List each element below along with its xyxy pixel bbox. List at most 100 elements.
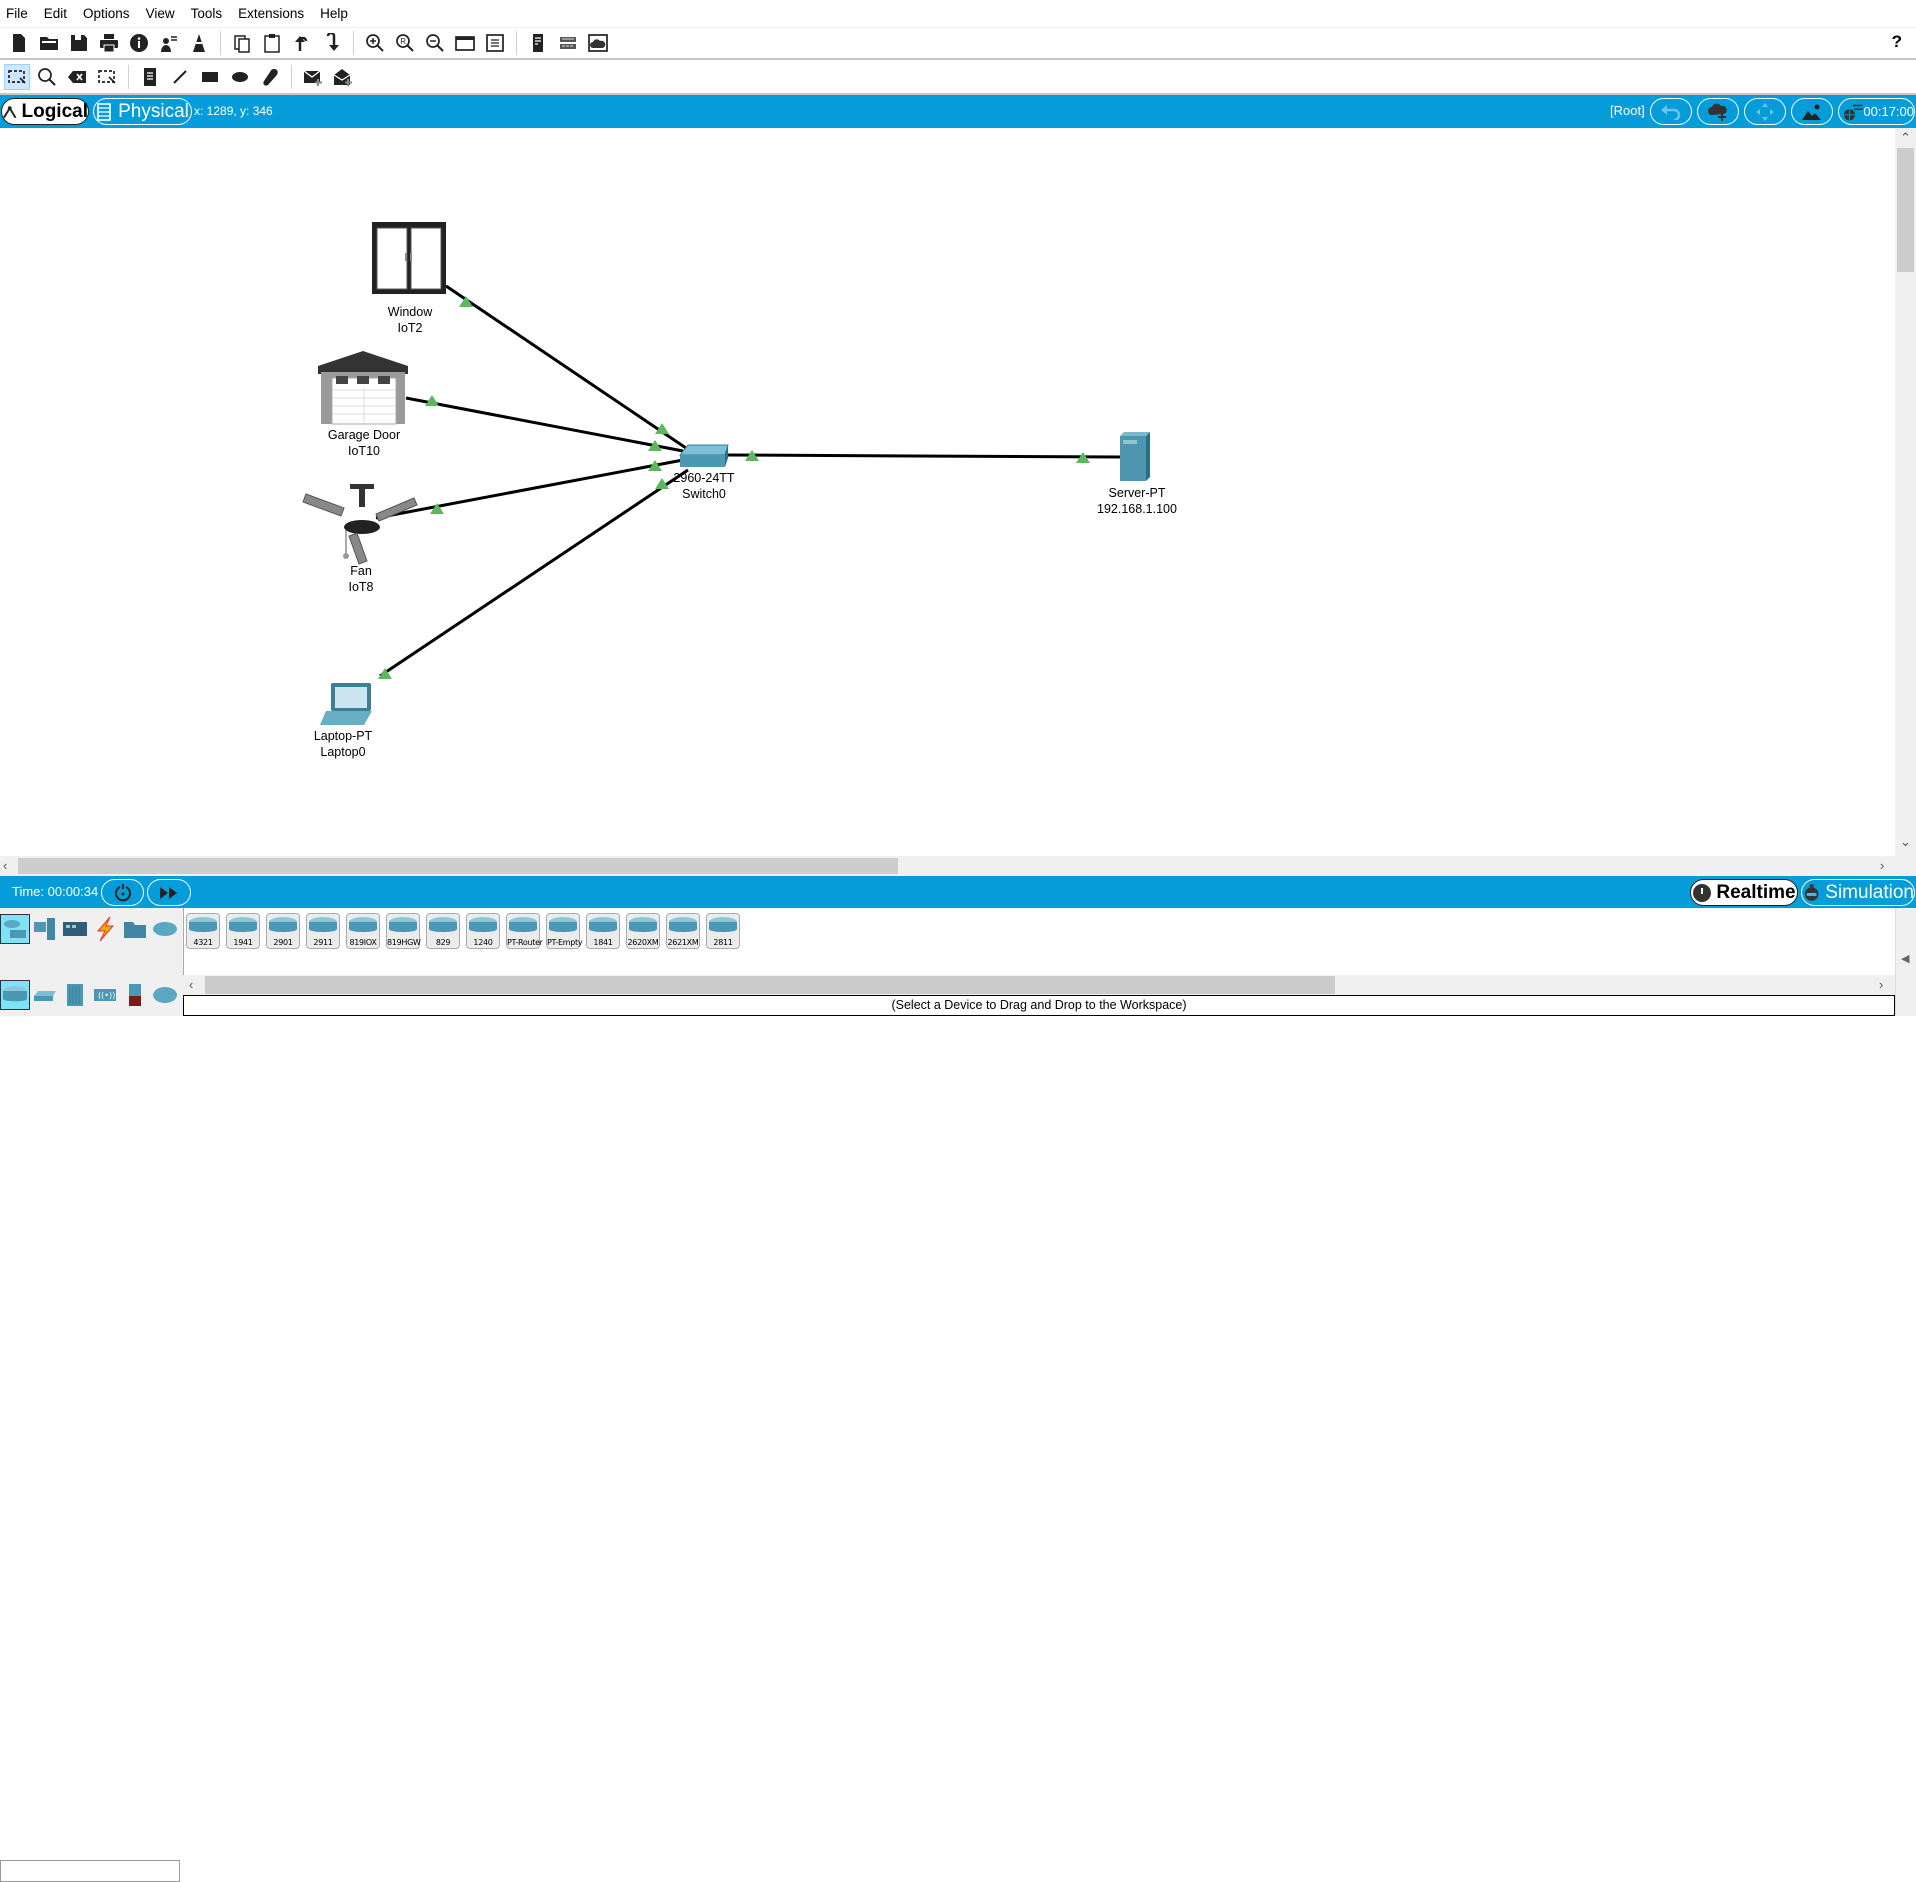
realtime-tab[interactable]: Realtime xyxy=(1690,879,1798,906)
draw-rectangle-icon[interactable] xyxy=(197,64,223,90)
collapse-arrow-icon[interactable]: ◀ xyxy=(1901,953,1910,965)
device-tile-1841[interactable]: 1841 xyxy=(586,913,620,949)
draw-line-icon[interactable] xyxy=(167,64,193,90)
viewport-icon[interactable] xyxy=(525,30,551,56)
horizontal-scroll-thumb[interactable] xyxy=(18,858,898,874)
paste-icon[interactable] xyxy=(259,30,285,56)
drawing-palette-icon[interactable] xyxy=(452,30,478,56)
device-switch[interactable] xyxy=(678,444,730,468)
open-folder-icon[interactable] xyxy=(36,30,62,56)
scroll-right-arrow-icon[interactable]: › xyxy=(1879,977,1884,992)
inspect-icon[interactable] xyxy=(34,64,60,90)
canvas-vertical-scrollbar[interactable]: ⌃ ⌄ xyxy=(1895,128,1916,876)
print-icon[interactable] xyxy=(96,30,122,56)
root-breadcrumb[interactable]: [Root] xyxy=(1610,103,1645,118)
device-tile-2911[interactable]: 2911 xyxy=(306,913,340,949)
vertical-scroll-thumb[interactable] xyxy=(1897,148,1914,272)
place-note-icon[interactable] xyxy=(137,64,163,90)
info-icon[interactable] xyxy=(126,30,152,56)
freeform-icon[interactable] xyxy=(257,64,283,90)
viewport-clock-button[interactable]: 00:17:00 xyxy=(1838,98,1915,125)
fast-forward-button[interactable] xyxy=(147,879,191,906)
logical-tab[interactable]: Logical xyxy=(1,98,89,125)
end-devices-category-icon[interactable] xyxy=(30,914,60,944)
move-object-button[interactable] xyxy=(1744,98,1786,125)
menu-edit[interactable]: Edit xyxy=(43,6,68,21)
device-name: IoT10 xyxy=(348,444,380,458)
canvas-horizontal-scrollbar[interactable]: ‹ › xyxy=(0,856,1895,876)
activity-wizard-icon[interactable] xyxy=(156,30,182,56)
device-garage-door[interactable] xyxy=(318,351,408,424)
device-tile-1941[interactable]: 1941 xyxy=(226,913,260,949)
hubs-subcategory-icon[interactable] xyxy=(60,980,90,1010)
help-button[interactable]: ? xyxy=(1891,32,1902,51)
device-tile-2621xm[interactable]: 2621XM xyxy=(666,913,700,949)
menu-options[interactable]: Options xyxy=(83,6,130,21)
device-tile-819hgw[interactable]: 819HGW xyxy=(386,913,421,949)
device-tile-2620xm[interactable]: 2620XM xyxy=(626,913,660,949)
copy-icon[interactable] xyxy=(229,30,255,56)
switches-subcategory-icon[interactable] xyxy=(30,980,60,1010)
save-icon[interactable] xyxy=(66,30,92,56)
device-list-scroll-thumb[interactable] xyxy=(205,976,1335,994)
multiuser-category-icon[interactable] xyxy=(150,914,180,944)
menu-extensions[interactable]: Extensions xyxy=(238,6,305,21)
device-tile-2811[interactable]: 2811 xyxy=(706,913,740,949)
scroll-down-arrow-icon[interactable]: ⌄ xyxy=(1900,834,1911,849)
menu-help[interactable]: Help xyxy=(320,6,348,21)
simulation-tab[interactable]: Simulation xyxy=(1801,879,1915,906)
wireless-subcategory-icon[interactable]: ((•)) xyxy=(90,980,120,1010)
add-complex-pdu-icon[interactable] xyxy=(330,64,356,90)
device-laptop[interactable] xyxy=(320,683,374,727)
add-simple-pdu-icon[interactable] xyxy=(300,64,326,90)
device-tile-pt-router[interactable]: PT-Router xyxy=(506,913,543,949)
back-button[interactable] xyxy=(1650,98,1692,125)
device-tile-pt-empty[interactable]: PT-Empty xyxy=(546,913,583,949)
network-info-icon[interactable] xyxy=(555,30,581,56)
device-fan[interactable] xyxy=(304,484,416,564)
device-tile-819iox[interactable]: 819IOX xyxy=(346,913,380,949)
scroll-right-arrow-icon[interactable]: › xyxy=(1880,858,1885,873)
power-cycle-button[interactable] xyxy=(101,879,144,906)
device-tile-1240[interactable]: 1240 xyxy=(466,913,500,949)
zoom-reset-icon[interactable]: R xyxy=(392,30,418,56)
connections-category-icon[interactable] xyxy=(90,914,120,944)
menu-file[interactable]: File xyxy=(6,6,28,21)
zoom-in-icon[interactable] xyxy=(362,30,388,56)
components-category-icon[interactable] xyxy=(60,914,90,944)
delete-icon[interactable] xyxy=(64,64,90,90)
new-file-icon[interactable] xyxy=(6,30,32,56)
network-devices-category-icon[interactable] xyxy=(0,914,30,944)
custom-devices-dialog-icon[interactable] xyxy=(482,30,508,56)
redo-icon[interactable] xyxy=(319,30,345,56)
routers-subcategory-icon[interactable] xyxy=(0,980,30,1010)
physical-tab[interactable]: Physical xyxy=(93,98,192,125)
miscellaneous-category-icon[interactable] xyxy=(120,914,150,944)
scroll-left-arrow-icon[interactable]: ‹ xyxy=(189,977,194,992)
device-window[interactable] xyxy=(372,222,446,294)
select-icon[interactable] xyxy=(4,63,30,90)
wan-emulation-subcategory-icon[interactable] xyxy=(150,980,180,1010)
new-cluster-button[interactable] xyxy=(1697,98,1739,125)
cloud-image-icon[interactable] xyxy=(585,30,611,56)
draw-ellipse-icon[interactable] xyxy=(227,64,253,90)
logical-workspace[interactable]: Window IoT2 Garage Door IoT10 Fan IoT8 L… xyxy=(0,128,1895,856)
collapse-panel-button[interactable]: ◀ xyxy=(1895,908,1916,1016)
window-device-icon xyxy=(372,222,446,294)
device-server[interactable] xyxy=(1118,430,1152,482)
scroll-up-arrow-icon[interactable]: ⌃ xyxy=(1900,130,1911,145)
time-bar: Time: 00:00:34 Realtime Simulation xyxy=(0,876,1916,908)
menu-tools[interactable]: Tools xyxy=(190,6,223,21)
resize-shape-icon[interactable] xyxy=(94,64,120,90)
device-list-scrollbar[interactable]: ‹ › xyxy=(183,975,1895,995)
security-subcategory-icon[interactable] xyxy=(120,980,150,1010)
undo-icon[interactable] xyxy=(289,30,315,56)
custom-device-icon[interactable] xyxy=(186,30,212,56)
device-tile-829[interactable]: 829 xyxy=(426,913,460,949)
zoom-out-icon[interactable] xyxy=(422,30,448,56)
set-background-button[interactable] xyxy=(1791,98,1833,125)
scroll-left-arrow-icon[interactable]: ‹ xyxy=(3,858,8,873)
device-tile-4321[interactable]: 4321 xyxy=(186,913,220,949)
device-tile-2901[interactable]: 2901 xyxy=(266,913,300,949)
menu-view[interactable]: View xyxy=(145,6,175,21)
